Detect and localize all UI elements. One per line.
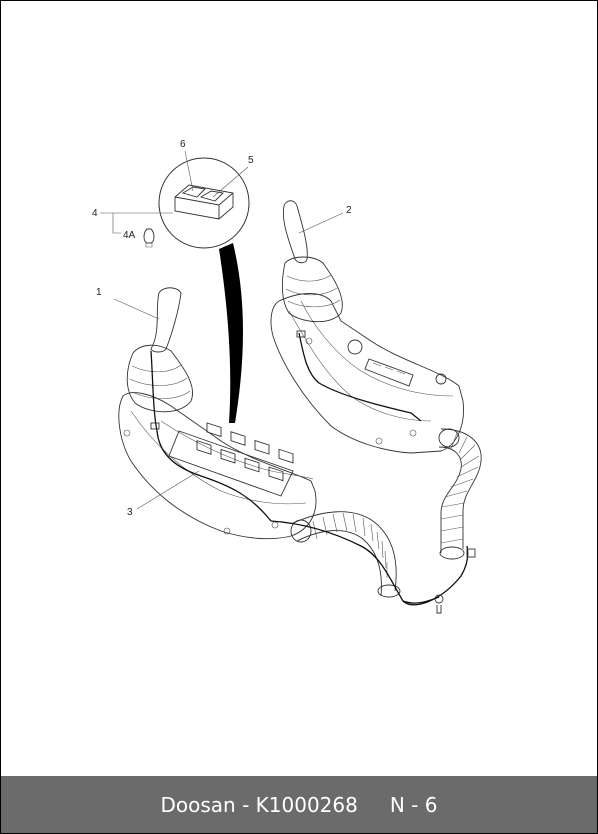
footer-part-number: K1000268 [255,792,358,817]
callout-5: 5 [248,155,254,166]
harness-ground-lead [402,596,440,604]
left-screw-1 [123,429,131,437]
leader-5 [212,166,249,198]
left-switch-8 [268,466,284,482]
left-console-top-edge [160,420,314,480]
left-console-edge [130,410,307,505]
leader-3 [136,470,200,510]
callout-4a: 4A [123,230,136,241]
conduit-right [438,428,482,560]
footer-brand: Doosan [160,792,236,817]
right-console [270,200,464,454]
left-switch-panel [168,430,294,497]
right-joystick-boot [281,256,343,323]
harness-main-run [270,520,469,606]
right-screw-3 [409,429,417,437]
bulb-icon [143,228,155,244]
left-console-body [118,392,317,540]
conduit-right-outer [440,428,482,549]
harness-right-run [298,332,422,422]
callout-4: 4 [92,208,98,219]
joystick-console-exploded-view: 1 2 3 4 4A 5 6 [92,139,482,614]
conduit-left-end [290,519,312,543]
left-switch-5 [196,440,212,455]
leader-4a [112,213,121,234]
conduit-left-outer [292,511,397,592]
right-boot-folds [285,274,341,308]
conduit-left-ribs [312,512,388,578]
left-boot-folds [129,364,191,399]
callout-2: 2 [346,205,352,216]
left-switch-4 [278,448,294,464]
conduit-left-inner [296,530,382,597]
left-joystick-handle [150,287,182,353]
leader-lines [100,150,344,510]
harness-left-run [150,350,272,522]
conduit-left [290,511,401,598]
detail-circle [158,157,250,249]
left-switch-1 [206,422,222,438]
footer-separator: - [235,792,256,817]
wire-harness [150,330,476,614]
leader-1 [113,298,160,320]
switch-housing-edges [174,192,234,219]
footer-page-label: N - 6 [389,792,438,817]
connector-right [296,330,306,338]
left-switch-7 [244,457,260,473]
left-joystick-boot [126,344,193,413]
right-console-edge [288,310,432,422]
detail-bubble [143,157,250,423]
right-switch-panel [364,358,414,387]
callout-1: 1 [96,287,102,298]
ground-bolt [436,605,442,614]
left-switch-6 [220,448,236,464]
leader-2 [298,212,344,234]
ground-terminal [434,594,444,604]
callout-3: 3 [127,507,133,518]
right-console-body [270,293,464,454]
right-sensor [435,373,447,385]
conduit-right-ribs [440,432,480,544]
right-screw-2 [375,437,383,445]
left-screw-3 [271,521,279,529]
rocker-switch-b [199,190,224,202]
right-console-top-edge [300,300,454,397]
connector-left [150,422,160,430]
left-console [118,287,317,540]
footer-bar: Doosan - K1000268 N - 6 [1,776,597,833]
detail-pointer [219,243,243,423]
conduit-right-bottom [439,546,465,560]
left-screw-2 [223,527,231,535]
callout-6: 6 [180,139,186,150]
connector-conduit [466,548,476,558]
right-switch-keys [372,362,406,375]
right-knob [347,339,363,355]
rocker-switch-a [181,186,206,198]
left-switch-2 [230,431,246,446]
conduit-right-inner [438,446,462,553]
conduit-left-bottom [377,584,401,598]
right-joystick-handle [282,200,308,264]
right-screw-1 [305,337,313,345]
callout-labels: 1 2 3 4 4A 5 6 [92,139,352,518]
conduit-right-end [438,428,460,448]
bulb-base [145,242,153,248]
leader-6 [184,150,194,192]
switch-housing [174,184,234,220]
left-switch-3 [254,439,270,455]
